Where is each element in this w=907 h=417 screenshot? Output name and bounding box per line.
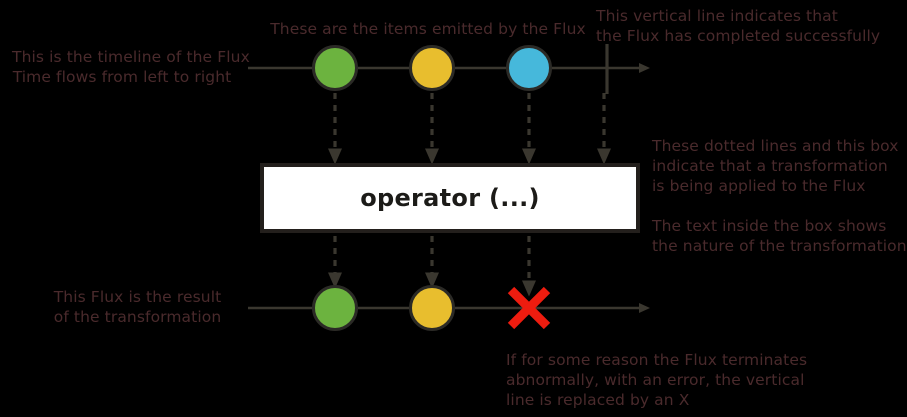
result-marble-yellow[interactable] [409,285,455,331]
dotted-arrows-into-operator [328,93,611,165]
dotted-arrows-out-of-operator [328,236,536,297]
result-marble-green[interactable] [312,285,358,331]
source-marble-yellow[interactable] [409,45,455,91]
annotation-result-flux: This Flux is the result of the transform… [53,288,222,326]
error-x-icon [507,286,551,330]
annotation-error-x: If for some reason the Flux terminates a… [506,351,808,409]
operator-box[interactable]: operator (...) [260,163,640,233]
annotation-dotted-lines-box: These dotted lines and this box indicate… [652,137,899,195]
annotation-timeline-left: This is the timeline of the Flux Time fl… [12,48,250,86]
annotation-items-emitted: These are the items emitted by the Flux [270,20,586,38]
annotation-box-text-meaning: The text inside the box shows the nature… [652,217,907,255]
source-marble-blue[interactable] [506,45,552,91]
source-marble-green[interactable] [312,45,358,91]
annotation-completion-line: This vertical line indicates that the Fl… [596,7,881,45]
operator-label: operator (...) [360,184,540,212]
